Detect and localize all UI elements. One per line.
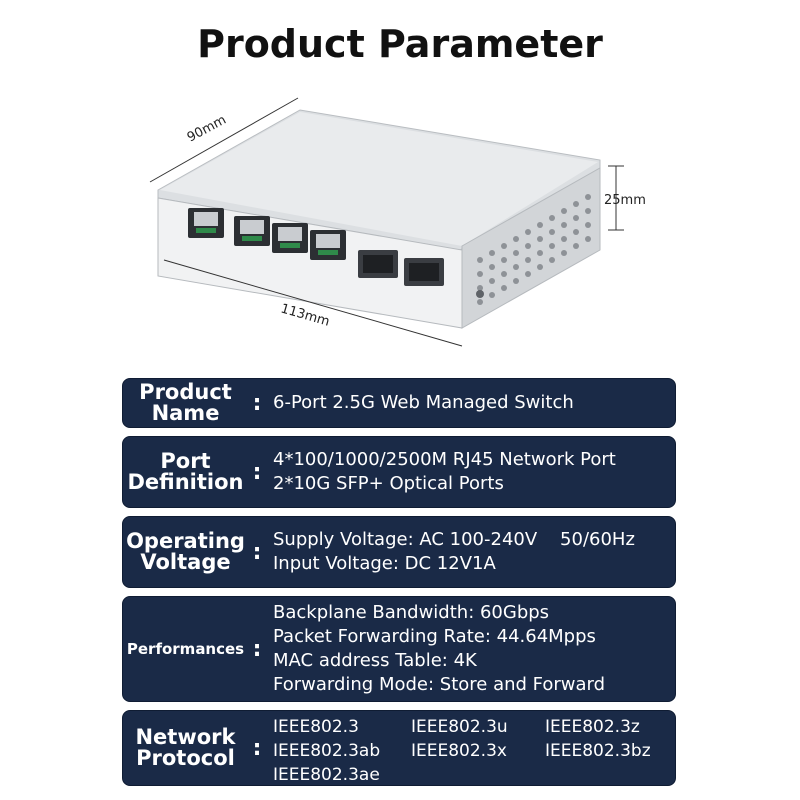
spec-colon: : [252, 636, 262, 662]
protocol-item: IEEE802.3ab [273, 741, 381, 761]
spec-label: Product Name [139, 380, 232, 425]
spec-value: Input Voltage: DC 12V1A [273, 553, 496, 574]
spec-colon: : [252, 735, 262, 761]
spec-row-operating-voltage: Operating Voltage : Supply Voltage: AC 1… [122, 516, 676, 588]
spec-label: Port Definition [127, 449, 244, 494]
spec-row-network-protocol: Network Protocol : IEEE802.3 IEEE802.3u … [122, 710, 676, 786]
spec-label: Network Protocol [135, 725, 236, 770]
spec-label: Operating Voltage [126, 529, 245, 574]
spec-values: 6-Port 2.5G Web Managed Switch [273, 379, 669, 427]
spec-value: Forwarding Mode: Store and Forward [273, 674, 606, 695]
spec-row-product-name: Product Name : 6-Port 2.5G Web Managed S… [122, 378, 676, 428]
spec-values: Backplane Bandwidth: 60Gbps Packet Forwa… [273, 597, 669, 701]
spec-value: 4*100/1000/2500M RJ45 Network Port [273, 449, 616, 470]
spec-label: Performances [126, 639, 245, 658]
protocol-item: IEEE802.3u [411, 717, 508, 737]
spec-colon: : [252, 459, 262, 485]
spec-row-performances: Performances : Backplane Bandwidth: 60Gb… [122, 596, 676, 702]
spec-colon: : [252, 390, 262, 416]
protocol-grid: IEEE802.3 IEEE802.3u IEEE802.3z IEEE802.… [273, 715, 669, 787]
protocol-item: IEEE802.3x [411, 741, 507, 761]
dimension-height-label: 25mm [604, 193, 646, 208]
rj45-ports [188, 208, 346, 260]
spec-value: Packet Forwarding Rate: 44.64Mpps [273, 626, 596, 647]
spec-value: 6-Port 2.5G Web Managed Switch [273, 392, 574, 413]
spec-value: Supply Voltage: AC 100-240V 50/60Hz [273, 529, 635, 550]
switch-product-image: 90mm 25mm 113mm [149, 97, 646, 347]
spec-values: 4*100/1000/2500M RJ45 Network Port 2*10G… [273, 437, 669, 507]
sfp-ports [358, 250, 444, 286]
protocol-item: IEEE802.3ae [273, 765, 380, 785]
protocol-item: IEEE802.3z [545, 717, 640, 737]
spec-values: Supply Voltage: AC 100-240V 50/60Hz Inpu… [273, 517, 669, 587]
dimension-lines [149, 97, 624, 347]
spec-colon: : [252, 539, 262, 565]
spec-row-port-definition: Port Definition : 4*100/1000/2500M RJ45 … [122, 436, 676, 508]
spec-value: MAC address Table: 4K [273, 650, 477, 671]
page-title: Product Parameter [197, 22, 603, 66]
protocol-item: IEEE802.3 [273, 717, 359, 737]
spec-value: 2*10G SFP+ Optical Ports [273, 473, 504, 494]
spec-value: Backplane Bandwidth: 60Gbps [273, 602, 550, 623]
protocol-item: IEEE802.3bz [545, 741, 651, 761]
